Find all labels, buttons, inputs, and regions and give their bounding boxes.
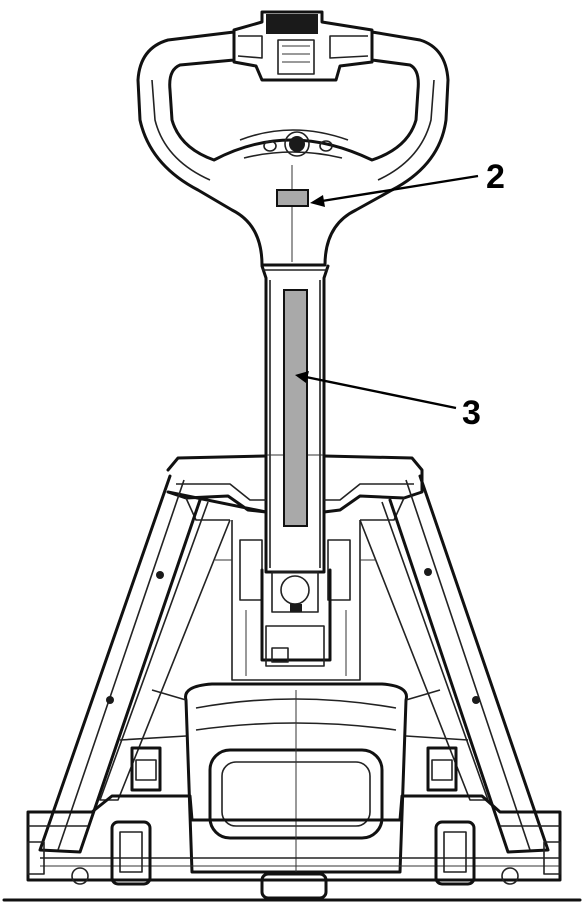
callout-2-leader	[321, 174, 479, 203]
callout-2: 2	[310, 158, 505, 207]
label-strip	[283, 289, 308, 527]
tiller-handle	[136, 30, 450, 267]
handle-top-head	[232, 10, 374, 82]
callout-2-arrowhead	[310, 195, 325, 207]
side-brackets	[119, 735, 469, 792]
lower-body-hood	[151, 682, 441, 874]
right-leg-frame	[359, 474, 550, 854]
callout-3: 3	[295, 371, 481, 432]
callout-3-leader	[305, 375, 457, 410]
fork-base	[26, 794, 562, 882]
castor-wheels	[71, 820, 519, 900]
callout-3-arrowhead	[295, 371, 309, 383]
chassis-top-cover	[166, 454, 424, 521]
callout-2-number: 2	[486, 158, 505, 196]
label-plate	[276, 189, 309, 207]
callout-3-number: 3	[462, 394, 481, 432]
center-mechanism	[215, 520, 376, 681]
left-leg-frame	[38, 474, 231, 854]
